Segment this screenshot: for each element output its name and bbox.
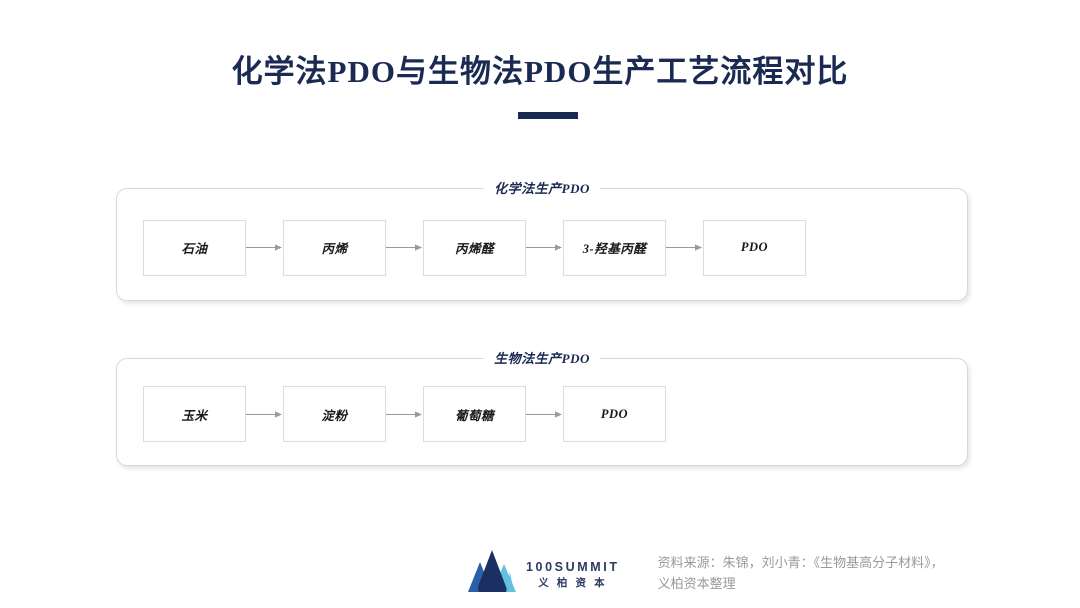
flow-arrow-icon (246, 244, 282, 251)
flow-arrow-icon (526, 244, 562, 251)
flow-arrow-icon (526, 410, 562, 418)
flow-step-label: 葡萄糖 (454, 408, 494, 423)
source-note-line-1: 资料来源：朱锦，刘小青：《生物基高分子材料》， (657, 555, 944, 570)
flow-step-box[interactable]: 丙烯醛 (423, 219, 526, 276)
flow-step-box[interactable]: 丙烯 (283, 219, 386, 276)
brand-logo: 100SUMMIT 义 柏 资 本 (466, 548, 620, 596)
flow-step-box[interactable]: PDO (563, 386, 666, 442)
flow-step-box[interactable]: 淀粉 (283, 386, 386, 442)
flow-arrow-icon (386, 244, 422, 251)
flow-step-label: 丙烯醛 (454, 242, 494, 256)
section-caption-bio: 生物法生产PDO (484, 348, 600, 367)
page-title: 化学法PDO与生物法PDO生产工艺流程对比 (231, 54, 849, 89)
title-underline-rule (518, 112, 578, 119)
flow-section-bio: 生物法生产PDO 玉米 淀粉 葡萄糖 PDO (116, 348, 968, 466)
source-note: 资料来源：朱锦，刘小青：《生物基高分子材料》， 义柏资本整理 (658, 548, 944, 595)
brand-name: 100SUMMIT (526, 559, 620, 574)
flow-step-box[interactable]: 玉米 (143, 386, 246, 442)
footer: 100SUMMIT 义 柏 资 本 资料来源：朱锦，刘小青：《生物基高分子材料》… (466, 548, 944, 596)
flow-step-label: PDO (740, 240, 769, 254)
flow-step-box[interactable]: 石油 (143, 219, 246, 276)
brand-name-cn: 义 柏 资 本 (538, 576, 608, 589)
flow-step-box[interactable]: 葡萄糖 (423, 386, 526, 442)
flow-section-chemical: 化学法生产PDO 石油 丙烯 丙烯醛 3-羟基丙醛 (116, 178, 968, 301)
flow-step-label: PDO (600, 406, 629, 421)
flow-step-box[interactable]: PDO (703, 219, 806, 276)
flow-row-bio: 玉米 淀粉 葡萄糖 PDO (117, 359, 666, 465)
section-caption-chemical: 化学法生产PDO (484, 178, 600, 197)
brand-logo-text: 100SUMMIT 义 柏 资 本 (526, 553, 620, 592)
flow-step-label: 淀粉 (321, 408, 348, 423)
flow-step-box[interactable]: 3-羟基丙醛 (563, 219, 666, 276)
flow-step-label: 丙烯 (321, 242, 348, 256)
flow-arrow-icon (386, 410, 422, 418)
flow-step-label: 玉米 (181, 408, 208, 423)
source-note-line-2: 义柏资本整理 (657, 576, 736, 592)
flow-arrow-icon (246, 410, 282, 418)
mountain-logo-icon (468, 550, 516, 592)
flow-step-label: 3-羟基丙醛 (582, 242, 647, 256)
flow-arrow-icon (666, 244, 702, 251)
flow-row-chemical: 石油 丙烯 丙烯醛 3-羟基丙醛 PDO (117, 189, 806, 300)
flow-step-label: 石油 (181, 242, 208, 256)
